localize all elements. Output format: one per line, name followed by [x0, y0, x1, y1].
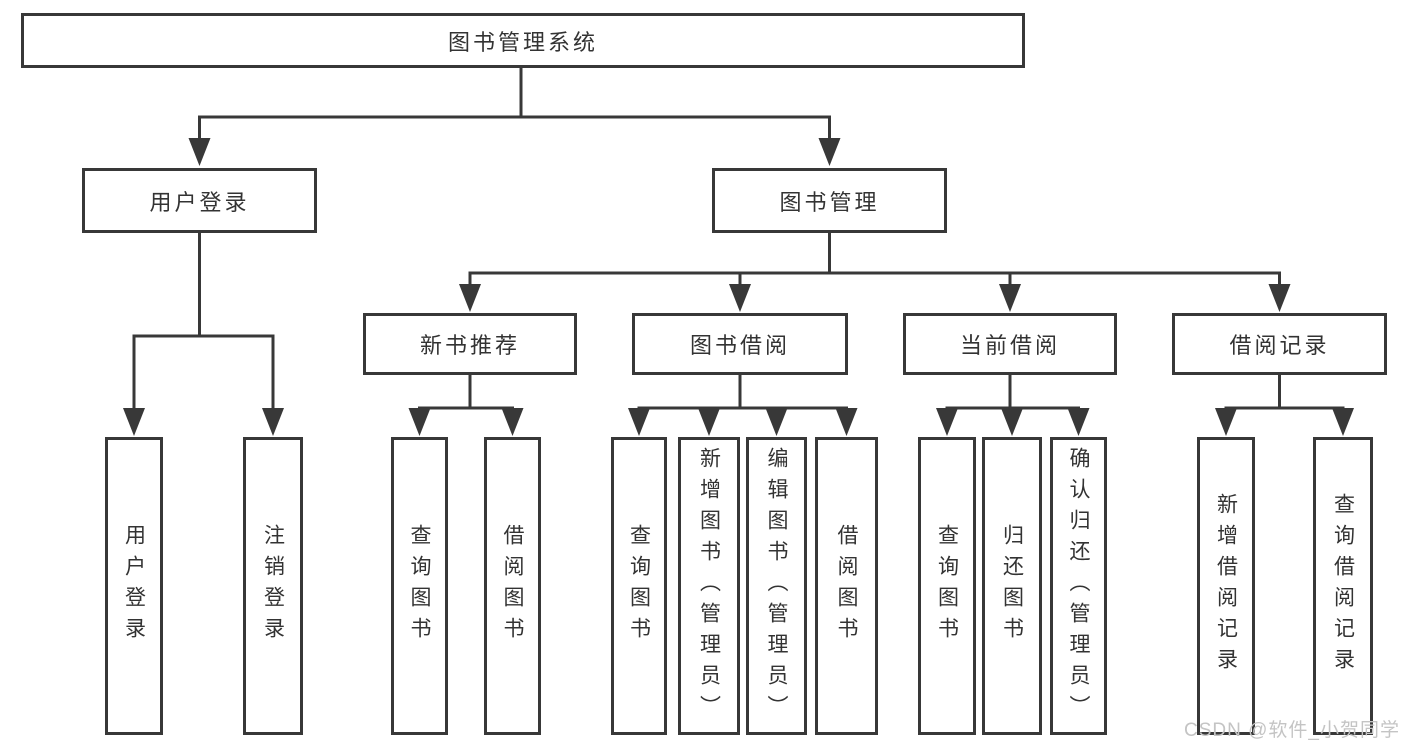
connector-new-book-recommend-to-leaves	[408, 375, 524, 436]
csdn-watermark: CSDN @软件_小贺同学	[1184, 720, 1400, 741]
leaf-add-borrow-record-label: 新增借阅记录	[1214, 493, 1238, 679]
leaf-return-books-label: 归还图书	[1000, 524, 1024, 648]
connector-user-login-to-leaves	[123, 233, 284, 436]
leaf-query-books-borrow: 查询图书	[611, 437, 667, 735]
leaf-return-books: 归还图书	[982, 437, 1042, 735]
leaf-query-books-recommend: 查询图书	[391, 437, 448, 735]
connector-book-management-to-level3	[459, 233, 1291, 312]
leaf-borrow-books: 借阅图书	[815, 437, 878, 735]
node-book-management: 图书管理	[712, 168, 947, 233]
connector-book-borrow-to-leaves	[628, 375, 858, 436]
connector-borrow-records-to-leaves	[1215, 375, 1354, 436]
node-root: 图书管理系统	[21, 13, 1025, 68]
leaf-add-books-admin-label: 新增图书（管理员）	[697, 446, 721, 726]
node-current-borrow: 当前借阅	[903, 313, 1117, 375]
node-borrow-records-label: 借阅记录	[1229, 333, 1330, 358]
leaf-query-books-borrow-label: 查询图书	[627, 524, 651, 648]
leaf-query-borrow-record: 查询借阅记录	[1313, 437, 1373, 735]
leaf-add-books-admin: 新增图书（管理员）	[678, 437, 740, 735]
leaf-confirm-return-admin: 确认归还（管理员）	[1050, 437, 1107, 735]
leaf-logout-label: 注销登录	[261, 524, 285, 648]
node-book-borrow-label: 图书借阅	[689, 333, 790, 358]
leaf-logout: 注销登录	[243, 437, 303, 735]
node-book-management-label: 图书管理	[779, 189, 880, 215]
leaf-query-books-current: 查询图书	[918, 437, 976, 735]
node-user-login: 用户登录	[82, 168, 317, 233]
leaf-query-borrow-record-label: 查询借阅记录	[1331, 493, 1355, 679]
leaf-query-books-current-label: 查询图书	[935, 524, 959, 648]
connector-current-borrow-to-leaves	[936, 375, 1090, 436]
leaf-borrow-books-recommend-label: 借阅图书	[501, 524, 524, 648]
leaf-edit-books-admin-label: 编辑图书（管理员）	[765, 446, 788, 726]
leaf-edit-books-admin: 编辑图书（管理员）	[746, 437, 807, 735]
leaf-user-login-label: 用户登录	[122, 524, 146, 648]
leaf-user-login: 用户登录	[105, 437, 163, 735]
node-borrow-records: 借阅记录	[1172, 313, 1387, 375]
leaf-query-books-recommend-label: 查询图书	[408, 524, 431, 648]
leaf-confirm-return-admin-label: 确认归还（管理员）	[1067, 446, 1090, 726]
leaf-borrow-books-recommend: 借阅图书	[484, 437, 541, 735]
node-current-borrow-label: 当前借阅	[959, 333, 1060, 358]
node-new-book-recommend: 新书推荐	[363, 313, 577, 375]
leaf-borrow-books-label: 借阅图书	[835, 524, 858, 648]
node-book-borrow: 图书借阅	[632, 313, 848, 375]
leaf-add-borrow-record: 新增借阅记录	[1197, 437, 1255, 735]
node-user-login-label: 用户登录	[149, 189, 250, 215]
node-root-label: 图书管理系统	[447, 29, 598, 55]
node-new-book-recommend-label: 新书推荐	[419, 333, 520, 358]
connector-root-to-level2	[188, 68, 841, 166]
